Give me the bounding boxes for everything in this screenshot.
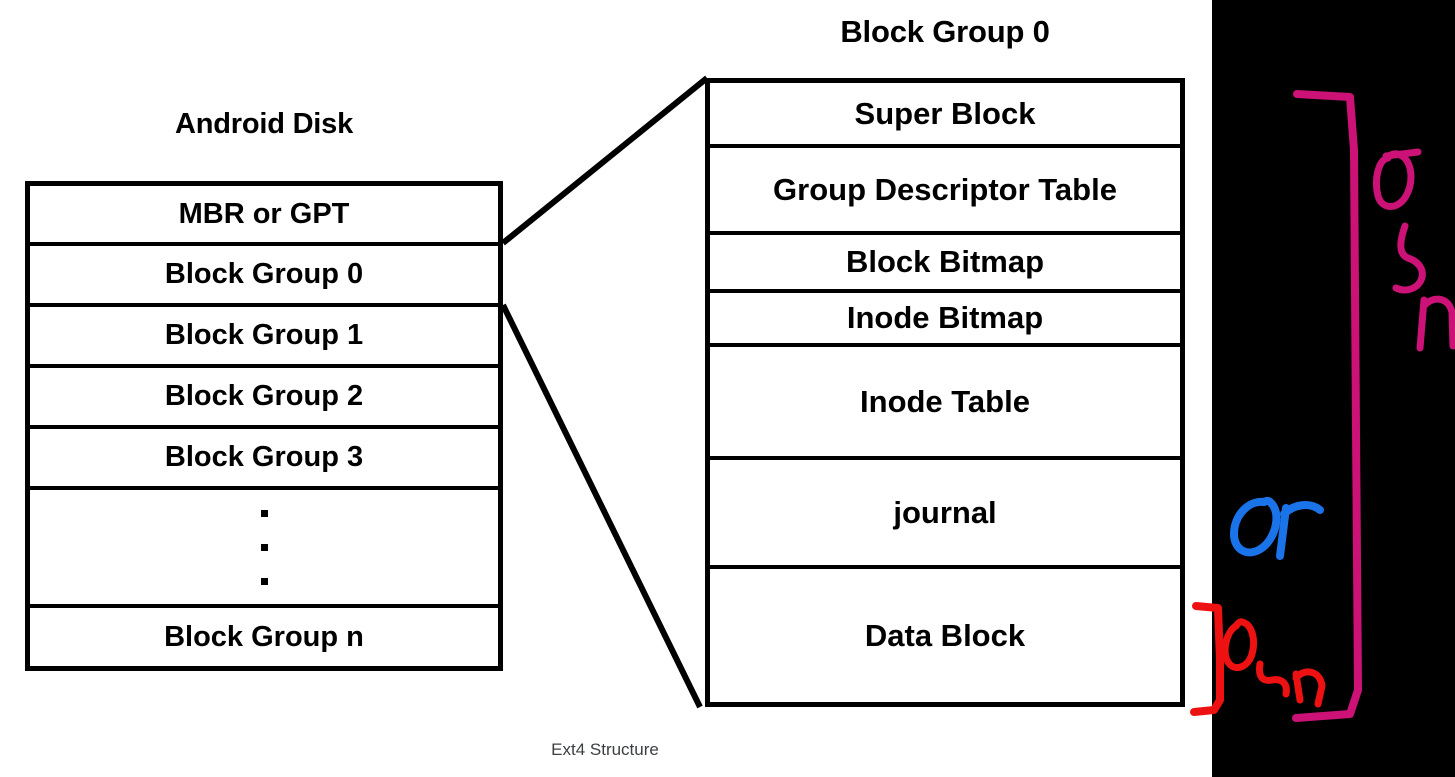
ellipsis-dot-2 — [260, 543, 268, 551]
disk-row-block-group-n[interactable]: Block Group n — [30, 608, 498, 666]
disk-row-block-group-2[interactable]: Block Group 2 — [30, 368, 498, 429]
bg-row-inode-bitmap[interactable]: Inode Bitmap — [710, 293, 1180, 347]
connector-line-bottom — [500, 303, 703, 709]
bg-row-block-bitmap[interactable]: Block Bitmap — [710, 235, 1180, 293]
ellipsis-dot-1 — [260, 509, 268, 517]
bg-row-data-block[interactable]: Data Block — [710, 569, 1180, 702]
left-diagram-title: Android Disk — [174, 108, 354, 140]
disk-row-ellipsis — [30, 490, 498, 608]
bg-row-journal[interactable]: journal — [710, 460, 1180, 569]
connector-line-top — [501, 75, 709, 246]
disk-row-block-group-1[interactable]: Block Group 1 — [30, 307, 498, 368]
right-diagram-title: Block Group 0 — [840, 14, 1050, 49]
disk-row-mbr-or-gpt[interactable]: MBR or GPT — [30, 186, 498, 246]
bg-row-inode-table[interactable]: Inode Table — [710, 347, 1180, 460]
figure-caption: Ext4 Structure — [551, 740, 659, 759]
disk-row-block-group-3[interactable]: Block Group 3 — [30, 429, 498, 490]
android-disk-stack: MBR or GPT Block Group 0 Block Group 1 B… — [25, 181, 503, 671]
bg-row-super-block[interactable]: Super Block — [710, 83, 1180, 148]
disk-row-block-group-0[interactable]: Block Group 0 — [30, 246, 498, 307]
bg-row-group-descriptor-table[interactable]: Group Descriptor Table — [710, 148, 1180, 235]
block-group-stack: Super Block Group Descriptor Table Block… — [705, 78, 1185, 707]
ellipsis-dot-3 — [260, 577, 268, 585]
black-panel — [1212, 0, 1455, 777]
